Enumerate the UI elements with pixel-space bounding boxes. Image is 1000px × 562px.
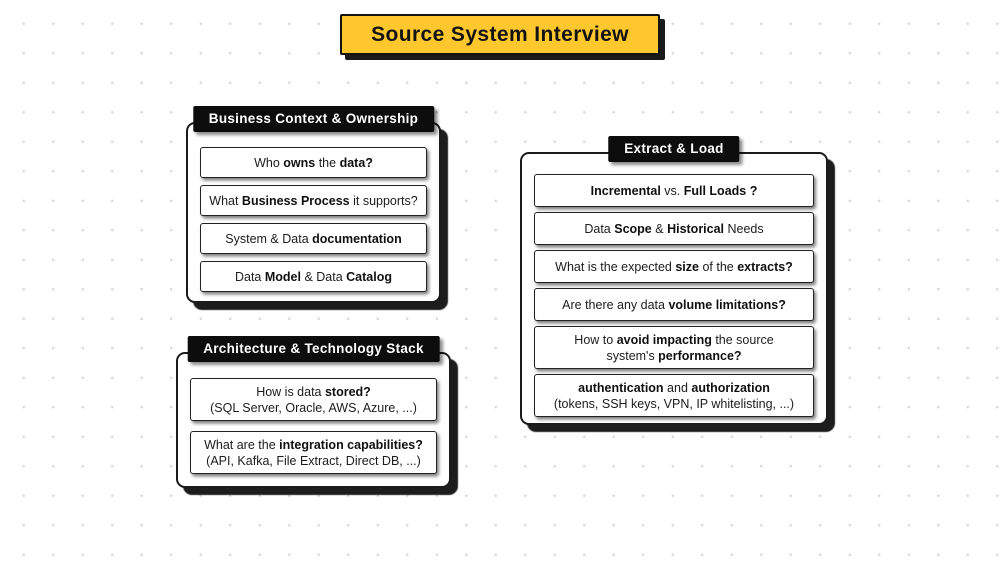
card-text: it supports? — [349, 193, 418, 208]
card-text-bold: Scope — [614, 221, 652, 236]
card-text: What is the expected — [555, 259, 676, 274]
card-text: vs. — [660, 183, 684, 198]
card-line: System & Data documentation — [225, 231, 401, 247]
card-text-bold: Catalog — [346, 269, 392, 284]
card-line: Data Model & Data Catalog — [235, 269, 392, 285]
group-extract-load: Incremental vs. Full Loads ? Data Scope &… — [520, 136, 828, 425]
group-box: Who owns the data? What Business Process … — [186, 122, 441, 303]
card-line: What are the integration capabilities? — [204, 437, 423, 453]
card-integration-capabilities: What are the integration capabilities?(A… — [190, 431, 437, 474]
card-text: & Data — [300, 269, 347, 284]
card-authentication-authorization: authentication and authorization(tokens,… — [534, 374, 814, 417]
card-text-bold: Incremental — [590, 183, 661, 198]
card-incremental-vs-full: Incremental vs. Full Loads ? — [534, 174, 814, 207]
card-line: (API, Kafka, File Extract, Direct DB, ..… — [206, 453, 421, 469]
card-text: Who — [254, 155, 284, 170]
card-text: system's — [606, 348, 659, 363]
card-text-bold: Historical — [667, 221, 725, 236]
card-text: What — [209, 193, 242, 208]
card-line: Are there any data volume limitations? — [562, 297, 786, 313]
card-text-bold: documentation — [312, 231, 402, 246]
card-text-bold: extracts? — [737, 259, 793, 274]
card-text-bold: avoid impacting — [616, 332, 712, 347]
card-text-bold: authentication — [578, 380, 664, 395]
diagram-title-text: Source System Interview — [371, 22, 629, 46]
card-how-data-stored: How is data stored?(SQL Server, Oracle, … — [190, 378, 437, 421]
card-line: Who owns the data? — [254, 155, 373, 171]
card-text-bold: volume limitations? — [668, 297, 786, 312]
card-line: How to avoid impacting the source — [574, 332, 773, 348]
group-box: How is data stored?(SQL Server, Oracle, … — [176, 352, 451, 488]
card-line: Incremental vs. Full Loads ? — [591, 183, 758, 199]
group-header: Extract & Load — [608, 136, 740, 162]
card-text: of the — [699, 259, 738, 274]
card-text: the source — [711, 332, 774, 347]
card-scope-historical: Data Scope & Historical Needs — [534, 212, 814, 245]
group-header: Architecture & Technology Stack — [187, 336, 440, 362]
card-text: How is data — [256, 384, 325, 399]
card-business-process: What Business Process it supports? — [200, 185, 427, 216]
card-text-bold: stored? — [324, 384, 371, 399]
card-text: Data — [234, 269, 265, 284]
card-line: What Business Process it supports? — [209, 193, 417, 209]
card-text-bold: Business Process — [241, 193, 350, 208]
card-line: (tokens, SSH keys, VPN, IP whitelisting,… — [554, 396, 794, 412]
diagram-title: Source System Interview — [340, 14, 660, 55]
card-text: Needs — [724, 221, 764, 236]
card-text-bold: Full Loads ? — [683, 183, 758, 198]
card-text: Are there any data — [562, 297, 669, 312]
group-header: Business Context & Ownership — [192, 106, 435, 132]
card-line: What is the expected size of the extract… — [555, 259, 793, 275]
card-who-owns-data: Who owns the data? — [200, 147, 427, 178]
card-line: (SQL Server, Oracle, AWS, Azure, ...) — [210, 400, 417, 416]
card-text: (tokens, SSH keys, VPN, IP whitelisting,… — [553, 396, 795, 411]
card-text: (SQL Server, Oracle, AWS, Azure, ...) — [210, 400, 417, 415]
card-expected-size: What is the expected size of the extract… — [534, 250, 814, 283]
card-text-bold: integration capabilities? — [279, 437, 423, 452]
card-line: system's performance? — [606, 348, 741, 364]
card-text-bold: Model — [264, 269, 301, 284]
group-architecture-technology-stack: How is data stored?(SQL Server, Oracle, … — [176, 336, 451, 488]
card-volume-limitations: Are there any data volume limitations? — [534, 288, 814, 321]
card-text: System & Data — [225, 231, 313, 246]
card-text: How to — [574, 332, 617, 347]
card-text-bold: authorization — [691, 380, 770, 395]
card-line: authentication and authorization — [578, 380, 770, 396]
group-box: Incremental vs. Full Loads ? Data Scope &… — [520, 152, 828, 425]
card-text: (API, Kafka, File Extract, Direct DB, ..… — [206, 453, 421, 468]
card-documentation: System & Data documentation — [200, 223, 427, 254]
group-business-context-ownership: Who owns the data? What Business Process … — [186, 106, 441, 303]
card-text: & — [651, 221, 668, 236]
card-text: the — [315, 155, 340, 170]
card-line: Data Scope & Historical Needs — [584, 221, 763, 237]
card-text: and — [663, 380, 692, 395]
card-line: How is data stored? — [256, 384, 371, 400]
card-text-bold: data? — [339, 155, 373, 170]
card-text-bold: performance? — [658, 348, 742, 363]
card-data-model-catalog: Data Model & Data Catalog — [200, 261, 427, 292]
card-text: What are the — [204, 437, 280, 452]
card-text-bold: owns — [283, 155, 316, 170]
card-text-bold: size — [675, 259, 699, 274]
card-text: Data — [584, 221, 615, 236]
